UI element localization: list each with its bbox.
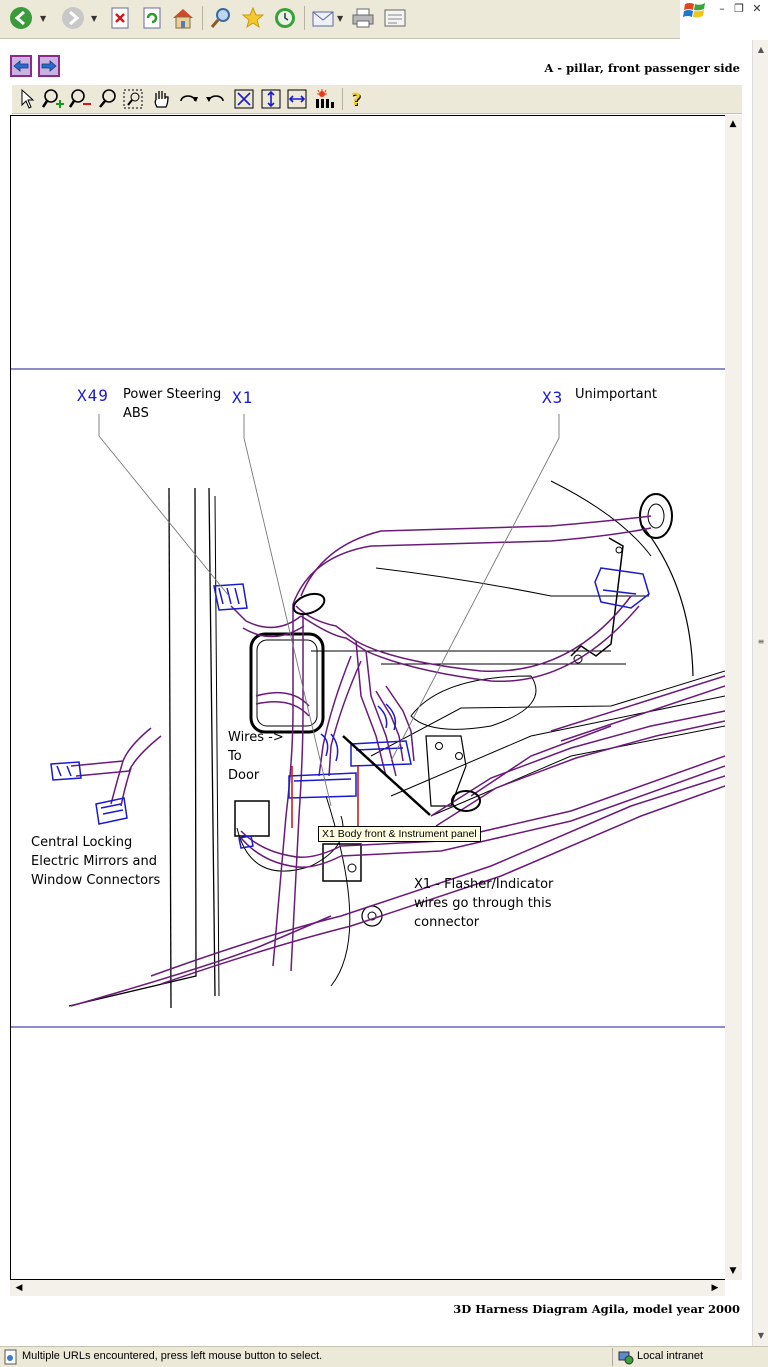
previous-page-button[interactable] bbox=[10, 55, 32, 77]
status-message: Multiple URLs encountered, press left mo… bbox=[22, 1350, 323, 1362]
next-page-button[interactable] bbox=[38, 55, 60, 77]
scroll-up-icon[interactable]: ▲ bbox=[729, 119, 737, 129]
pointer-tool-icon[interactable] bbox=[16, 88, 38, 110]
flasher-note-line3: connector bbox=[414, 915, 480, 930]
scroll-right-icon[interactable]: ▶ bbox=[711, 1283, 719, 1293]
flasher-note-line2: wires go through this bbox=[414, 896, 552, 911]
scroll-down-icon[interactable]: ▼ bbox=[757, 1331, 765, 1340]
wires-note-line2: To bbox=[228, 749, 242, 764]
diagram-canvas[interactable]: X49 Power Steering ABS X1 X3 Unimportant… bbox=[10, 115, 726, 1280]
close-icon[interactable]: ✕ bbox=[752, 2, 762, 15]
rotate-reverse-icon[interactable] bbox=[204, 88, 226, 110]
zoom-in-icon[interactable] bbox=[42, 88, 64, 110]
fit-all-icon[interactable] bbox=[233, 88, 255, 110]
pan-hand-icon[interactable] bbox=[150, 88, 172, 110]
wires-note-line3: Door bbox=[228, 768, 260, 783]
zoom-out-icon[interactable] bbox=[69, 88, 91, 110]
print-icon[interactable] bbox=[350, 5, 376, 31]
status-bar: Multiple URLs encountered, press left mo… bbox=[0, 1346, 768, 1367]
viewer-toolbar: ?? bbox=[12, 85, 742, 114]
fit-height-icon[interactable] bbox=[260, 88, 282, 110]
back-dropdown-icon[interactable]: ▼ bbox=[40, 14, 47, 23]
diagram-footer-title: 3D Harness Diagram Agila, model year 200… bbox=[453, 1302, 740, 1316]
x49-label-line1: Power Steering bbox=[123, 387, 222, 402]
intranet-icon bbox=[618, 1351, 634, 1365]
favorites-icon[interactable] bbox=[240, 5, 266, 31]
minimize-icon[interactable]: – bbox=[719, 2, 725, 15]
wires-note-line1: Wires -> bbox=[228, 730, 284, 745]
windows-logo-icon bbox=[682, 0, 712, 24]
fit-width-icon[interactable] bbox=[286, 88, 308, 110]
connector-tooltip: X1 Body front & Instrument panel bbox=[318, 826, 481, 842]
central-locking-note-line3: Window Connectors bbox=[31, 873, 161, 888]
page-icon bbox=[4, 1349, 17, 1365]
edit-icon[interactable] bbox=[382, 5, 408, 31]
x49-code[interactable]: X49 bbox=[77, 386, 109, 405]
zoom-icon[interactable] bbox=[97, 88, 119, 110]
help-icon[interactable]: ?? bbox=[346, 88, 368, 110]
scroll-up-icon[interactable]: ▲ bbox=[757, 45, 765, 54]
right-arrow-icon bbox=[41, 60, 57, 72]
refresh-icon[interactable] bbox=[139, 5, 165, 31]
history-icon[interactable] bbox=[272, 5, 298, 31]
x49-label-line2: ABS bbox=[123, 406, 149, 421]
scroll-down-icon[interactable]: ▼ bbox=[729, 1266, 737, 1276]
svg-text:?: ? bbox=[351, 90, 361, 109]
harness-drawing bbox=[11, 368, 725, 1028]
zoom-window-icon[interactable] bbox=[122, 88, 144, 110]
lights-icon[interactable] bbox=[313, 88, 335, 110]
x1-code[interactable]: X1 bbox=[232, 388, 254, 407]
diagram-vertical-scrollbar[interactable]: ▲ ▼ bbox=[725, 115, 742, 1280]
security-zone: Local intranet bbox=[637, 1350, 704, 1362]
diagram-title: A - pillar, front passenger side bbox=[544, 61, 740, 75]
scroll-grip-icon[interactable]: ≡ bbox=[757, 637, 765, 646]
back-icon[interactable] bbox=[8, 5, 34, 31]
window-scrollbar[interactable]: ▲ ≡ ▼ bbox=[752, 40, 768, 1346]
mail-dropdown-icon[interactable]: ▼ bbox=[337, 14, 344, 23]
x3-label: Unimportant bbox=[575, 387, 657, 402]
scroll-left-icon[interactable]: ◀ bbox=[15, 1283, 23, 1293]
stop-icon[interactable] bbox=[107, 5, 133, 31]
diagram-horizontal-scrollbar[interactable]: ◀ ▶ bbox=[10, 1280, 725, 1296]
forward-icon[interactable] bbox=[60, 5, 86, 31]
x3-code[interactable]: X3 bbox=[542, 388, 564, 407]
search-icon[interactable] bbox=[208, 5, 234, 31]
browser-toolbar: ▼ ▼ ▼ bbox=[0, 0, 680, 39]
central-locking-note-line1: Central Locking bbox=[31, 835, 133, 850]
svg-text:?: ? bbox=[352, 91, 362, 109]
left-arrow-icon bbox=[13, 60, 29, 72]
home-icon[interactable] bbox=[170, 5, 196, 31]
flasher-note-line1: X1 - Flasher/Indicator bbox=[414, 877, 554, 892]
central-locking-note-line2: Electric Mirrors and bbox=[31, 854, 157, 869]
mail-icon[interactable] bbox=[310, 5, 336, 31]
restore-icon[interactable]: ❐ bbox=[734, 2, 744, 15]
rotate-icon[interactable] bbox=[178, 88, 200, 110]
forward-dropdown-icon[interactable]: ▼ bbox=[91, 14, 98, 23]
